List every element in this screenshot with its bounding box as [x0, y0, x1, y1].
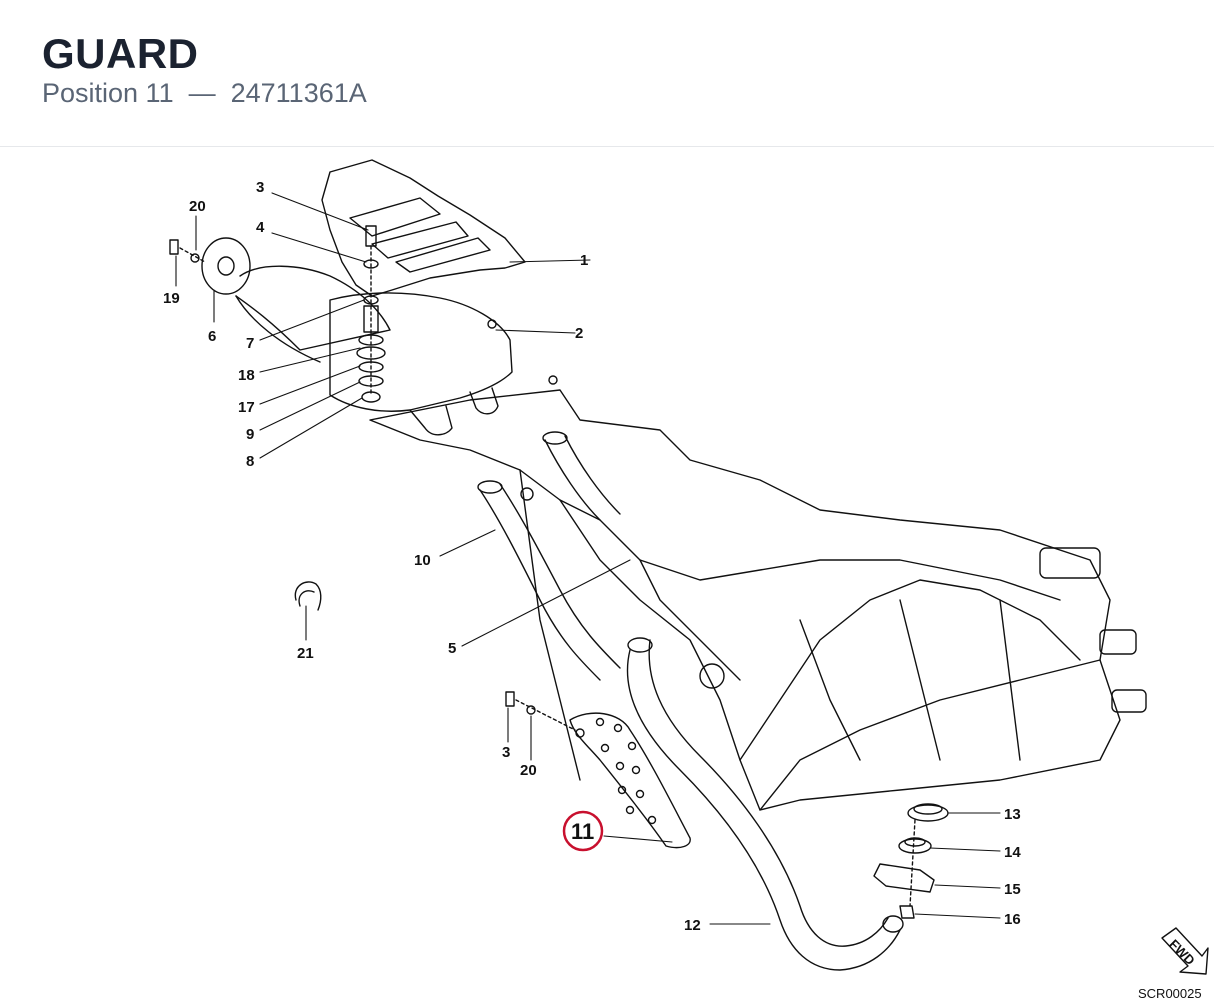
- label-10: 10: [414, 552, 431, 569]
- page-title: GUARD: [42, 30, 199, 77]
- label-20-top: 20: [189, 198, 206, 215]
- exhaust-pipe-12: [626, 637, 904, 971]
- part-number: 24711361A: [230, 78, 367, 108]
- heat-shield-part: [321, 159, 526, 297]
- bolt-19-part: [169, 239, 206, 263]
- label-9: 9: [246, 426, 254, 443]
- fwd-arrow-icon: [1161, 927, 1209, 975]
- label-2: 2: [575, 325, 583, 342]
- label-8: 8: [246, 453, 254, 470]
- label-7: 7: [246, 335, 254, 352]
- label-14: 14: [1004, 844, 1021, 861]
- label-21: 21: [297, 645, 314, 662]
- label-12: 12: [684, 917, 701, 934]
- label-6: 6: [208, 328, 216, 345]
- label-17: 17: [238, 399, 255, 416]
- drawing-code: SCR00025: [1138, 986, 1202, 1001]
- label-4: 4: [256, 219, 265, 236]
- clamp-assembly: [873, 803, 949, 919]
- label-3-top: 3: [256, 179, 264, 196]
- bolt-stack: [356, 225, 386, 403]
- highlight-circle: [562, 810, 604, 852]
- collector-box-part: [329, 292, 513, 436]
- leader-lines: [175, 192, 1001, 925]
- frame-part: [369, 375, 1147, 811]
- label-5: 5: [448, 640, 456, 657]
- fwd-label: FWD: [1166, 936, 1198, 968]
- page-subtitle: Position 11 — 24711361A: [42, 78, 367, 109]
- label-3-lower: 3: [502, 744, 510, 761]
- guard-bolt: [505, 691, 576, 731]
- label-19: 19: [163, 290, 180, 307]
- position-label: Position 11: [42, 78, 174, 108]
- exhaust-pipe-10: [477, 431, 621, 681]
- guard-part: [569, 712, 691, 849]
- clamp-part: [294, 581, 322, 611]
- label-20-lower: 20: [520, 762, 537, 779]
- label-11: 11: [571, 819, 594, 844]
- label-18: 18: [238, 367, 255, 384]
- page-header: GUARD Position 11 — 24711361A: [0, 0, 1214, 147]
- separator: —: [188, 78, 216, 108]
- label-15: 15: [1004, 881, 1021, 898]
- label-1: 1: [580, 252, 588, 269]
- exploded-parts-diagram: 1 2 3 4 7 18 17 9 8 20 19 6 10 5 21 3 20…: [163, 159, 1209, 1001]
- label-13: 13: [1004, 806, 1021, 823]
- part-labels: 1 2 3 4 7 18 17 9 8 20 19 6 10 5 21 3 20…: [163, 179, 1202, 1001]
- label-16: 16: [1004, 911, 1021, 928]
